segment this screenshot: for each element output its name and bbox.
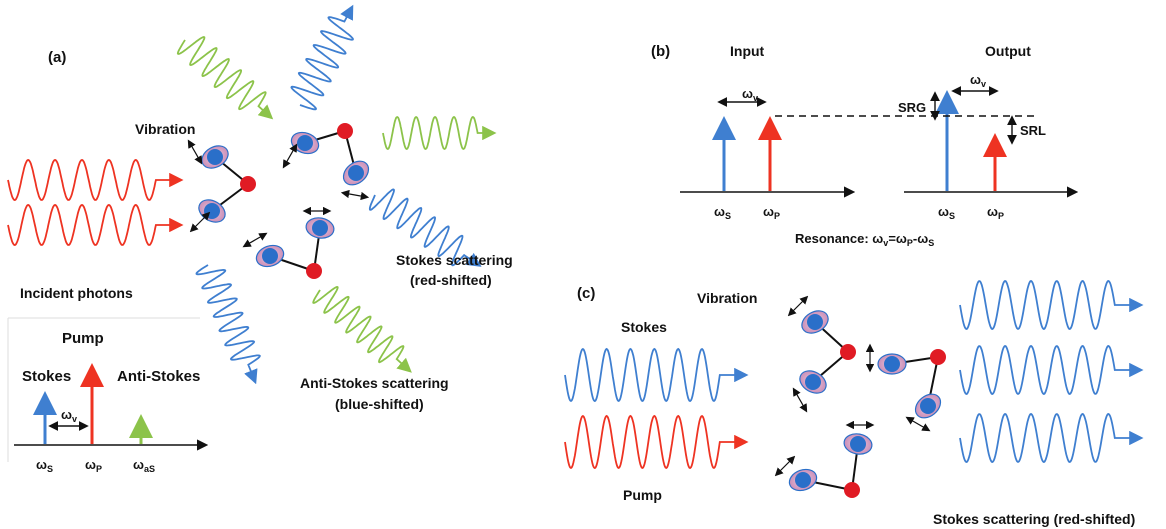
- vibration-arrow: [787, 295, 809, 317]
- output-omega-p: ωP: [987, 204, 1004, 221]
- stokes-scattering-label-c: Stokes scattering (red-shifted): [933, 511, 1135, 527]
- output-omega-s: ωS: [938, 204, 955, 221]
- input-omega-p: ωP: [763, 204, 780, 221]
- stokes-output-wave: [959, 345, 1144, 395]
- hydrogen-atom: [348, 165, 364, 181]
- panel-a-label: (a): [48, 49, 66, 66]
- panel-b: (b) Input Output ωv ωv SRG SRL ωS ωP ωS …: [651, 43, 1079, 248]
- omega-v-label-output: ωv: [970, 72, 986, 89]
- panel-b-label: (b): [651, 43, 670, 60]
- incident-photons-label: Incident photons: [20, 285, 133, 301]
- vibration-arrow: [189, 211, 211, 233]
- vibration-label-c: Vibration: [697, 290, 757, 306]
- srg-label: SRG: [898, 100, 926, 115]
- antistokes-wave: [312, 285, 412, 373]
- omega-v-label-a: ωv: [61, 407, 77, 424]
- vibration-arrow: [242, 232, 268, 248]
- oxygen-atom: [844, 482, 860, 498]
- molecule: [774, 420, 875, 498]
- stokes-output-wave: [959, 280, 1144, 330]
- antistokes-wave: [382, 115, 497, 151]
- incident-photon-waves: [7, 159, 184, 246]
- vibration-arrow: [774, 455, 796, 477]
- stokes-label-a: Stokes: [22, 368, 71, 385]
- panel-c-waves: [564, 280, 1144, 470]
- oxygen-atom: [337, 123, 353, 139]
- stokes-redshift-label: (red-shifted): [410, 272, 492, 288]
- stokes-scattering-label: Stokes scattering: [396, 252, 513, 268]
- stokes-output-wave: [959, 413, 1144, 463]
- molecule: [282, 123, 370, 201]
- antistokes-blueshift-label: (blue-shifted): [335, 396, 424, 412]
- antistokes-label-a: Anti-Stokes: [117, 368, 200, 385]
- output-label: Output: [985, 43, 1031, 59]
- antistokes-scattering-label: Anti-Stokes scattering: [300, 375, 449, 391]
- vibration-arrow: [340, 189, 370, 201]
- hydrogen-atom: [850, 436, 866, 452]
- stokes-label-c: Stokes: [621, 319, 667, 335]
- oxygen-atom: [930, 349, 946, 365]
- molecules-panel-a: [187, 123, 370, 279]
- vibration-arrow: [792, 387, 808, 413]
- srl-label: SRL: [1020, 123, 1046, 138]
- pump-label-a: Pump: [62, 330, 104, 347]
- hydrogen-atom: [807, 314, 823, 330]
- hydrogen-atom: [920, 398, 936, 414]
- axis-omega-as-a: ωaS: [133, 457, 155, 474]
- panel-c: (c) Vibration Stokes Pump Stokes scatter…: [564, 280, 1144, 527]
- molecule: [187, 139, 256, 233]
- stokes-wave: [195, 264, 261, 385]
- hydrogen-atom: [805, 374, 821, 390]
- omega-v-label-input: ωv: [742, 86, 758, 103]
- hydrogen-atom: [207, 149, 223, 165]
- hydrogen-atom: [795, 472, 811, 488]
- molecule: [865, 343, 946, 432]
- vibration-arrow: [282, 143, 298, 169]
- oxygen-atom: [840, 344, 856, 360]
- molecule: [242, 206, 335, 279]
- stokes-wave: [290, 4, 354, 111]
- spectrum-inset-a: Pump Stokes Anti-Stokes ωv ωS ωP ωaS: [7, 317, 209, 474]
- oxygen-atom: [306, 263, 322, 279]
- hydrogen-atom: [262, 248, 278, 264]
- axis-omega-s-a: ωS: [36, 457, 53, 474]
- oxygen-atom: [240, 176, 256, 192]
- panel-c-label: (c): [577, 285, 595, 302]
- molecule: [787, 295, 856, 413]
- stokes-wave: [368, 188, 482, 267]
- antistokes-wave: [176, 36, 274, 120]
- input-omega-s: ωS: [714, 204, 731, 221]
- hydrogen-atom: [884, 356, 900, 372]
- pump-label-c: Pump: [623, 487, 662, 503]
- vibration-label-a: Vibration: [135, 121, 195, 137]
- input-label: Input: [730, 43, 765, 59]
- resonance-condition: Resonance: ωv=ωP-ωS: [795, 231, 934, 248]
- molecules-panel-c: [774, 295, 946, 498]
- vibration-arrow: [905, 416, 931, 432]
- pump-input-wave: [564, 414, 749, 470]
- axis-omega-p-a: ωP: [85, 457, 102, 474]
- stokes-input-wave: [564, 347, 749, 403]
- vibration-arrow: [187, 139, 203, 165]
- incident-wave: [7, 159, 184, 201]
- incident-wave: [7, 204, 184, 246]
- hydrogen-atom: [297, 135, 313, 151]
- hydrogen-atom: [204, 203, 220, 219]
- hydrogen-atom: [312, 220, 328, 236]
- scattered-photon-waves: [176, 4, 497, 385]
